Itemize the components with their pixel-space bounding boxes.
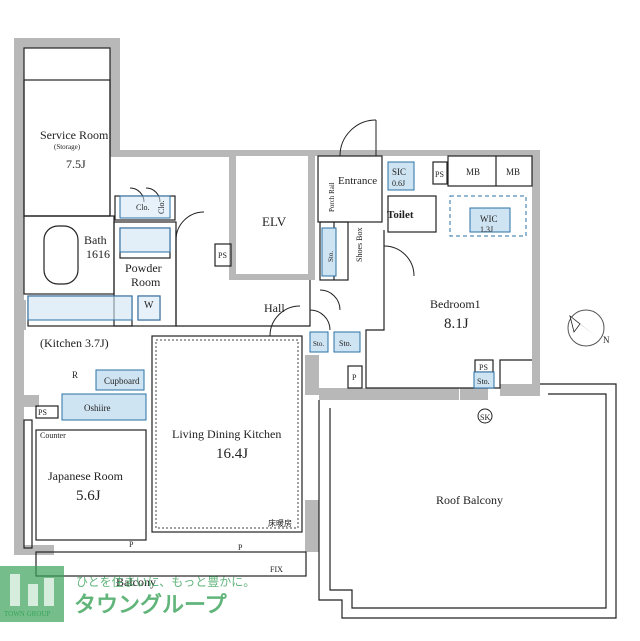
balcony-label: Balcony [116, 575, 156, 589]
compass [567, 309, 605, 347]
p-balcony-label-2: P [238, 543, 243, 552]
kitchen-label: (Kitchen 3.7J) [40, 336, 109, 350]
sto-bedroom-label: Sto. [477, 377, 490, 386]
bedroom-size: 8.1J [444, 316, 469, 332]
floor-heating-label: 床暖房 [268, 518, 292, 528]
shoes-box-label: Shoes Box [355, 228, 364, 262]
sic-size: 0.6J [392, 179, 405, 188]
sk-label: SK [480, 413, 490, 422]
counter-label: Counter [40, 431, 66, 440]
compass-north-label: N [603, 335, 610, 345]
service-room-sub: (Storage) [54, 143, 81, 151]
sk-symbol [477, 408, 493, 424]
ps-bedroom-label: PS [479, 363, 488, 372]
watermark-logo-text: TOWN GROUP [4, 610, 50, 618]
bedroom-label: Bedroom1 [430, 297, 481, 311]
hall-label: Hall [264, 301, 285, 315]
p-ldk-label: P [352, 373, 357, 382]
mb-label-1: MB [466, 167, 480, 177]
roof-balcony-label: Roof Balcony [436, 493, 503, 507]
sic-label: SIC [392, 167, 406, 177]
sto-shoes-label: Sto. [327, 251, 335, 262]
oshiire-label: Oshiire [84, 403, 111, 413]
japanese-room-size: 5.6J [76, 488, 101, 504]
sto-hall-label-1: Sto. [313, 340, 324, 348]
toilet-label: Toilet [387, 209, 414, 221]
p-balcony-label-1: P [129, 540, 134, 549]
ldk-size: 16.4J [216, 446, 248, 462]
porch-rail-label: Porch Rail [328, 182, 336, 212]
clo-label-1: Clo. [136, 203, 150, 212]
powder-room-label-1: Powder [125, 261, 162, 275]
clo-label-2: Clo. [157, 200, 166, 214]
elv-label: ELV [262, 214, 287, 229]
fixtures-blue [27, 161, 527, 421]
fix-window-label: FIX [270, 565, 283, 574]
entrance-label: Entrance [338, 175, 377, 187]
fridge-label: R [72, 370, 78, 380]
ps-entrance-label: PS [435, 170, 444, 179]
ps-elv-label: PS [218, 251, 227, 260]
ps-japanese-label: PS [38, 408, 47, 417]
bath-label: Bath [84, 233, 107, 247]
wic-label: WIC [480, 214, 498, 224]
powder-room-label-2: Room [131, 275, 161, 289]
walls [14, 38, 540, 555]
mb-label-2: MB [506, 167, 520, 177]
watermark-company: タウングループ [74, 592, 228, 618]
washer-label: W [144, 300, 154, 311]
cupboard-label: Cupboard [104, 376, 140, 386]
watermark-tagline: ひとを住まいに、もっと豊かに。 [76, 575, 255, 589]
japanese-room-label: Japanese Room [48, 469, 124, 483]
sto-hall-label-2: Sto. [339, 339, 352, 348]
service-room-size: 7.5J [66, 157, 86, 171]
watermark-logo [0, 566, 64, 622]
wic-size: 1.3J [480, 225, 493, 234]
floor-heating-area [155, 339, 299, 529]
service-room-label: Service Room [40, 128, 109, 142]
ldk-label: Living Dining Kitchen [172, 427, 281, 441]
bath-size: 1616 [86, 247, 110, 261]
